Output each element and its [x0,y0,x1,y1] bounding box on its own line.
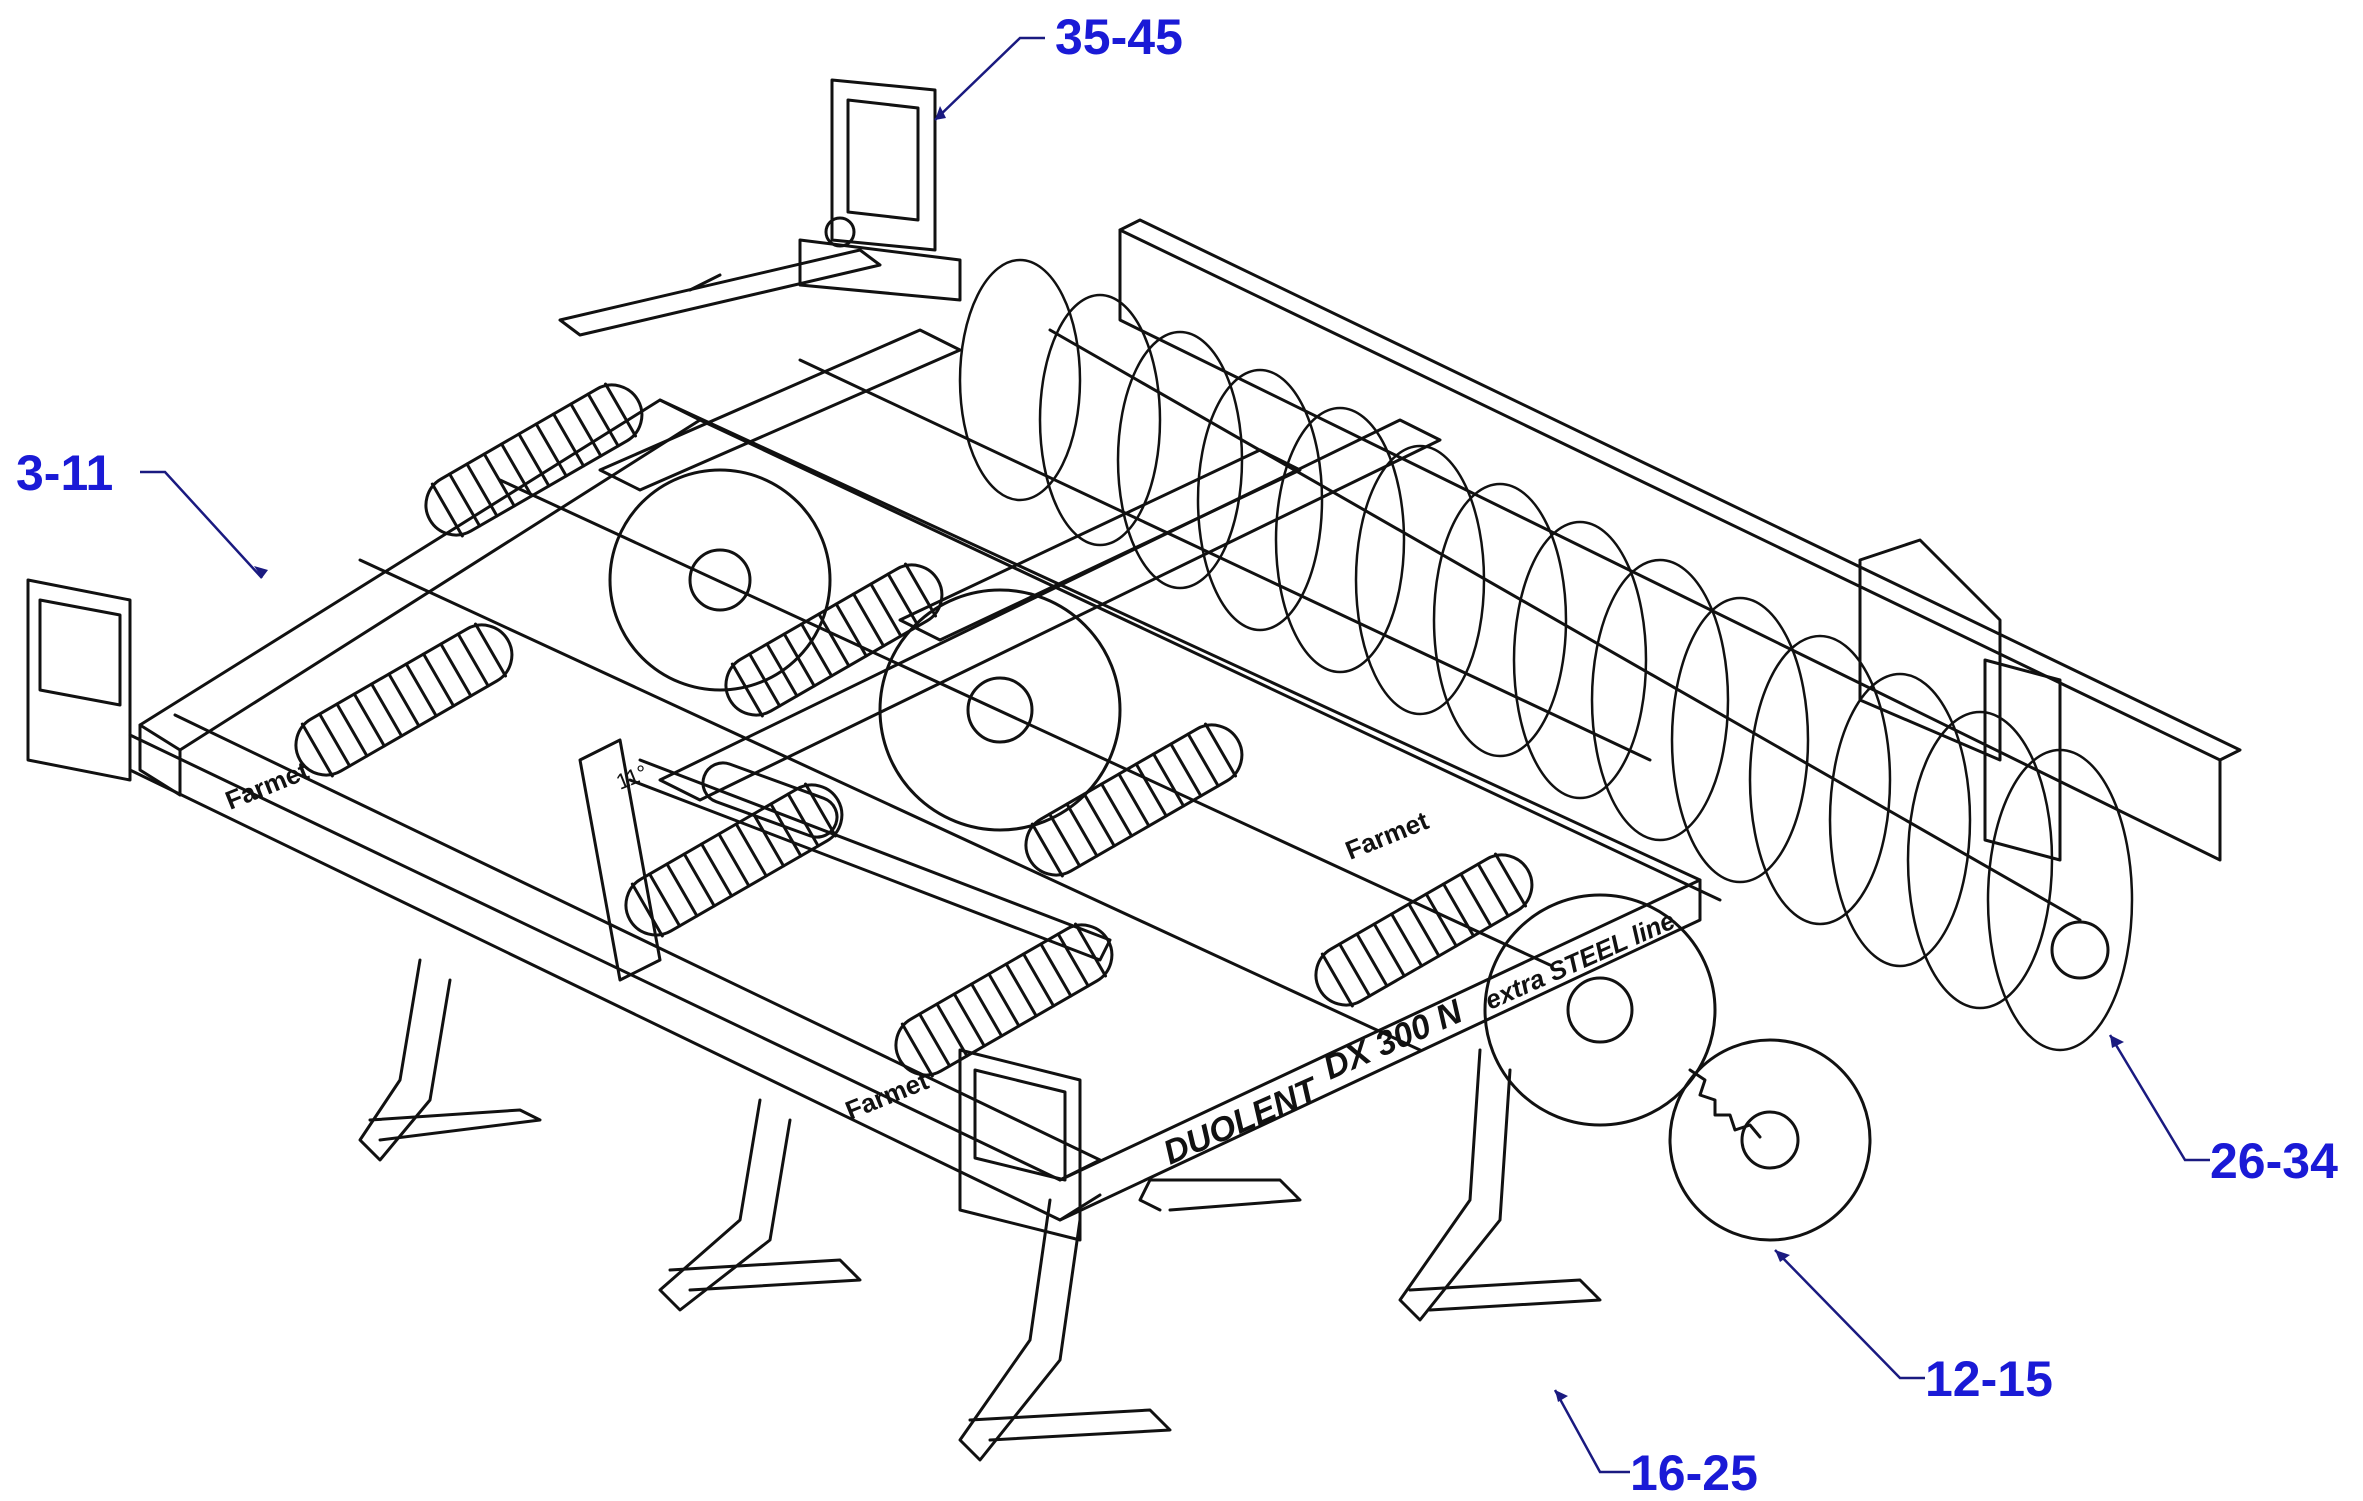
leader-3-11 [140,470,263,579]
angle-text: 11° [613,760,652,795]
callout-plate: 35-45 [1055,9,1183,65]
brand-decal-1: Farmet [221,755,313,815]
cutting-discs [608,468,1872,1242]
leader-lines [140,36,2210,1474]
packer-roller [958,218,2242,1052]
callout-disc: 12-15 [1925,1351,2053,1407]
cultivator-tines [358,958,1602,1462]
hydraulic-cylinder [578,738,1112,982]
leader-26-34 [2108,1034,2210,1162]
leader-12-15 [1774,1249,1925,1380]
top-mounting-plate [558,78,962,337]
leader-16-25 [1553,1389,1630,1474]
main-frame [26,328,1722,1242]
leader-arrowheads [254,106,2124,1402]
suspension-springs [294,382,1534,1078]
series-text: extra STEEL line [1480,905,1679,1016]
callout-tine: 16-25 [1630,1445,1758,1501]
leader-35-45 [934,36,1045,121]
brand-decal-3: Farmet [841,1065,933,1125]
callout-frame: 3-11 [16,445,114,501]
brand-decal-2: Farmet [1341,805,1433,865]
callout-roller: 26-34 [2210,1133,2338,1189]
